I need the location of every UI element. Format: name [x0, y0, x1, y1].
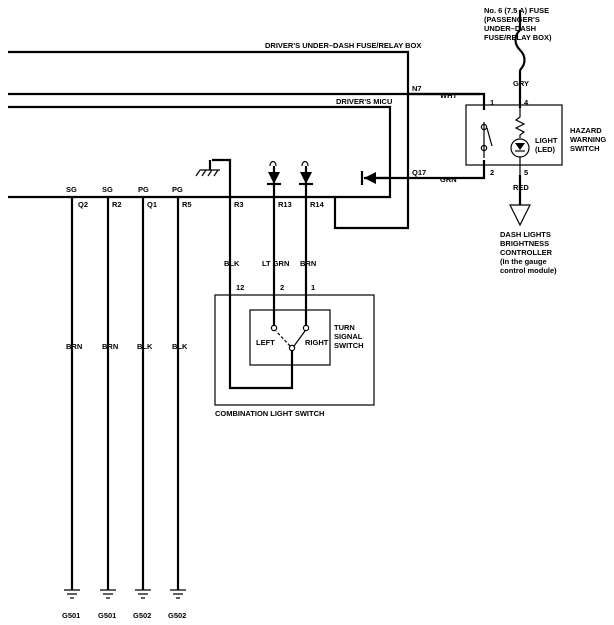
wire-color-blk-r3: BLK — [224, 259, 240, 268]
diode-r13 — [267, 160, 281, 197]
switch-pin-12: 12 — [236, 283, 244, 292]
dash-label-5: control module) — [500, 266, 557, 275]
wire-grn — [364, 160, 486, 180]
connector-r13: R13 — [278, 200, 292, 209]
diode-r14 — [299, 160, 313, 197]
micu-outline — [8, 105, 392, 199]
turn-left-label: LEFT — [256, 338, 275, 347]
wire-color-brn-r14: BRN — [300, 259, 316, 268]
terminal-type-sg2: SG — [102, 185, 113, 194]
fuse-label-4: FUSE/RELAY BOX) — [484, 33, 552, 42]
ground-g502-b-icon — [170, 589, 186, 599]
connector-n7: N7 — [412, 84, 422, 93]
combination-switch-label: COMBINATION LIGHT SWITCH — [215, 409, 324, 418]
wire-blk-r3 — [228, 197, 294, 390]
wire-color-brn-1: BRN — [66, 342, 82, 351]
wire-color-gry: GRY — [513, 79, 529, 88]
diode-q17 — [360, 171, 390, 185]
ground-label-g502-b: G502 — [168, 611, 186, 620]
hazard-label-2: WARNING — [570, 135, 606, 144]
switch-pin-2: 2 — [280, 283, 284, 292]
fuse-relay-box-outline — [8, 50, 410, 230]
turn-right-label: RIGHT — [305, 338, 329, 347]
micu-ground-icon — [195, 158, 232, 197]
wire-color-blk-1: BLK — [137, 342, 153, 351]
ground-label-g501-b: G501 — [98, 611, 116, 620]
switch-pin-1: 1 — [311, 283, 315, 292]
turn-switch-label-1: TURN — [334, 323, 355, 332]
hazard-label-1: HAZARD — [570, 126, 602, 135]
wire-color-brn-2: BRN — [102, 342, 118, 351]
ground-g502-a-icon — [135, 589, 151, 599]
led-label: (LED) — [535, 145, 555, 154]
hazard-label-3: SWITCH — [570, 144, 600, 153]
hazard-warning-switch — [465, 104, 563, 175]
connector-r14: R14 — [310, 200, 325, 209]
connector-q17: Q17 — [412, 168, 426, 177]
hazard-pin-5: 5 — [524, 168, 528, 177]
dash-label-3: CONTROLLER — [500, 248, 553, 257]
fuse-6 — [514, 10, 526, 108]
dash-controller-arrow-icon — [509, 204, 531, 227]
connector-q1: Q1 — [147, 200, 157, 209]
hazard-pin-4: 4 — [524, 98, 529, 107]
terminal-type-sg1: SG — [66, 185, 77, 194]
fuse-box-label: DRIVER'S UNDER–DASH FUSE/RELAY BOX — [265, 41, 421, 50]
combination-light-switch — [214, 294, 375, 406]
terminal-type-pg1: PG — [138, 185, 149, 194]
hazard-pin-2: 2 — [490, 168, 494, 177]
connector-r2: R2 — [112, 200, 122, 209]
wire-color-grn: GRN — [440, 175, 457, 184]
fuse-label-3: UNDER–DASH — [484, 24, 536, 33]
connector-q2: Q2 — [78, 200, 88, 209]
connector-r5: R5 — [182, 200, 192, 209]
ground-g501-a-icon — [64, 589, 80, 599]
fuse-label-1: No. 6 (7.5 A) FUSE — [484, 6, 549, 15]
wire-color-red: RED — [513, 183, 529, 192]
wire-color-wht: WHT — [440, 91, 457, 100]
hazard-pin-1: 1 — [490, 98, 494, 107]
micu-label: DRIVER'S MICU — [336, 97, 392, 106]
light-label: LIGHT — [535, 136, 558, 145]
dash-label-4: (In the gauge — [500, 257, 547, 266]
wire-color-blk-2: BLK — [172, 342, 188, 351]
terminal-type-pg2: PG — [172, 185, 183, 194]
ground-label-g501-a: G501 — [62, 611, 80, 620]
wire-color-ltgrn: LT GRN — [262, 259, 289, 268]
ground-g501-b-icon — [100, 589, 116, 599]
wire-wht — [408, 92, 486, 110]
fuse-label-2: (PASSENGER'S — [484, 15, 540, 24]
connector-r3: R3 — [234, 200, 244, 209]
turn-switch-label-2: SIGNAL — [334, 332, 363, 341]
dash-label-1: DASH LIGHTS — [500, 230, 551, 239]
ground-label-g502-a: G502 — [133, 611, 151, 620]
dash-label-2: BRIGHTNESS — [500, 239, 549, 248]
turn-switch-label-3: SWITCH — [334, 341, 364, 350]
